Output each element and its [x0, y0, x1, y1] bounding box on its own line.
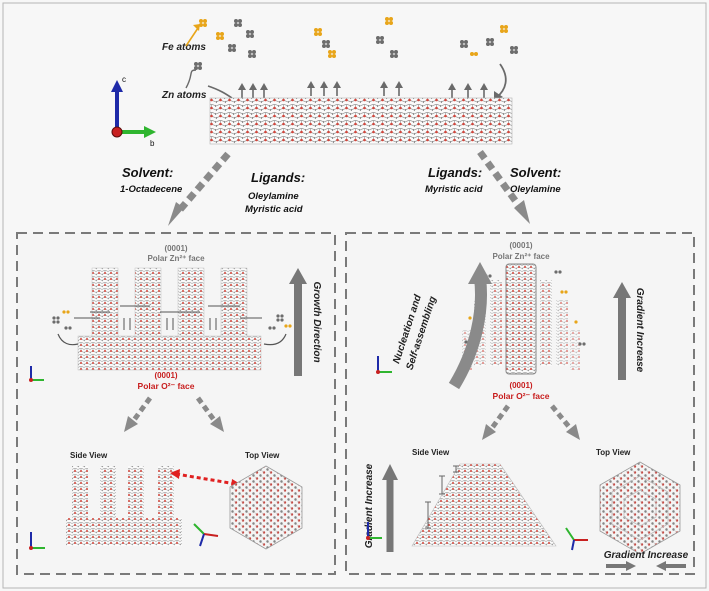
- right-solvent-title: Solvent:: [510, 165, 561, 180]
- right-top-view-arrow: [550, 404, 572, 430]
- view-link-arrow: [175, 472, 237, 486]
- right-ligands-title: Ligands:: [428, 165, 482, 180]
- left-nanorod-4: [220, 267, 248, 339]
- left-base-slab: [77, 335, 262, 371]
- left-top-index: (0001): [164, 244, 187, 253]
- left-side-view-label: Side View: [70, 451, 108, 460]
- left-solvent-title: Solvent:: [122, 165, 173, 180]
- left-top-view-hexagon: [229, 465, 303, 550]
- right-bottom-face: Polar O²⁻ face: [493, 391, 550, 401]
- fe-atoms-label: Fe atoms: [162, 42, 206, 53]
- curved-arrow-left: [207, 85, 233, 99]
- right-side-view-arrow: [489, 404, 511, 430]
- top-section: Fe atoms Zn atoms c: [111, 17, 561, 226]
- right-panel-axes: [376, 356, 392, 374]
- left-ligand-2: Myristic acid: [245, 204, 303, 215]
- left-growth-minor-arrows: [74, 305, 262, 330]
- left-side-rod-1: [72, 466, 88, 518]
- seed-crystal-slab: [209, 97, 513, 145]
- left-bottom-axes: [29, 523, 219, 550]
- zn-pointer-arrow: [185, 69, 197, 89]
- left-side-rod-3: [128, 466, 144, 518]
- left-side-base: [66, 518, 182, 546]
- axis-triad-top: c b: [111, 75, 156, 148]
- right-bottom-index: (0001): [509, 381, 532, 390]
- left-side-view-arrow: [131, 396, 153, 422]
- axis-b-label: b: [150, 139, 155, 148]
- left-nanorod-3: [177, 267, 205, 339]
- fe-pointer-arrow: [185, 27, 199, 47]
- right-panel: (0001) Polar Zn²⁺ face (0001) Polar O²⁻ …: [345, 232, 695, 575]
- zn-atoms-label: Zn atoms: [161, 90, 207, 101]
- left-top-view-arrow: [195, 396, 217, 422]
- right-solvent-value: Oleylamine: [510, 184, 561, 195]
- left-bottom-index: (0001): [154, 371, 177, 380]
- side-gradient-label: Gradient Increase: [364, 463, 375, 548]
- right-top-view-label: Top View: [596, 448, 631, 457]
- left-side-rod-4: [158, 466, 174, 518]
- right-size-brackets: [425, 465, 459, 529]
- left-ligand-1: Oleylamine: [248, 191, 299, 202]
- right-bottom-axes: [366, 522, 588, 551]
- left-side-rod-2: [100, 466, 116, 518]
- right-side-view-label: Side View: [412, 448, 450, 457]
- right-ligand-1: Myristic acid: [425, 184, 483, 195]
- left-ligands-title: Ligands:: [251, 170, 305, 185]
- right-route-arrow: [477, 149, 525, 213]
- axis-c-label: c: [122, 75, 126, 84]
- left-panel: (0001) Polar Zn²⁺ face (0001) Polar: [16, 232, 336, 575]
- left-top-view-label: Top View: [245, 451, 280, 460]
- right-top-view-hexagon: [599, 461, 681, 555]
- atom-clusters: [194, 17, 518, 70]
- converging-arrows: [606, 561, 686, 571]
- left-nanorod-1: [91, 267, 119, 339]
- nucleation-arrow: [448, 277, 487, 390]
- left-top-face: Polar Zn²⁺ face: [147, 254, 205, 263]
- left-solvent-value: 1-Octadecene: [120, 184, 183, 195]
- left-nanorod-2: [134, 267, 162, 339]
- right-top-face: Polar Zn²⁺ face: [492, 252, 550, 261]
- growth-direction-label: Growth Direction: [311, 281, 322, 362]
- right-top-index: (0001): [509, 241, 532, 250]
- top-gradient-label: Gradient Increase: [604, 550, 689, 561]
- left-bottom-face: Polar O²⁻ face: [138, 381, 195, 391]
- right-gradient-label: Gradient Increase: [634, 288, 645, 373]
- left-panel-axes: [29, 366, 44, 382]
